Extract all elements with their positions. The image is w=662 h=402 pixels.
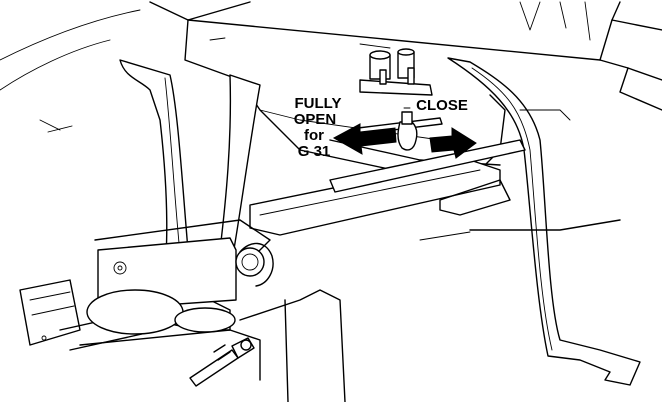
label-close: CLOSE [416,97,468,114]
label-open: OPEN [294,111,337,128]
direction-arrows [332,123,477,159]
label-fully: FULLY [295,95,342,112]
labels: FULLY OPEN for G 31 CLOSE [294,95,468,160]
right-side-details [419,109,621,241]
lower-chassis [19,219,346,402]
arrow-right-icon [429,127,477,159]
right-bracket [447,57,641,386]
upper-housing [0,1,662,133]
burner-tube [249,139,526,236]
igniter [189,337,255,387]
label-g31: G 31 [298,143,331,160]
label-for: for [304,127,324,144]
gas-valve-assembly [359,48,433,96]
arrow-left-icon [332,123,397,155]
